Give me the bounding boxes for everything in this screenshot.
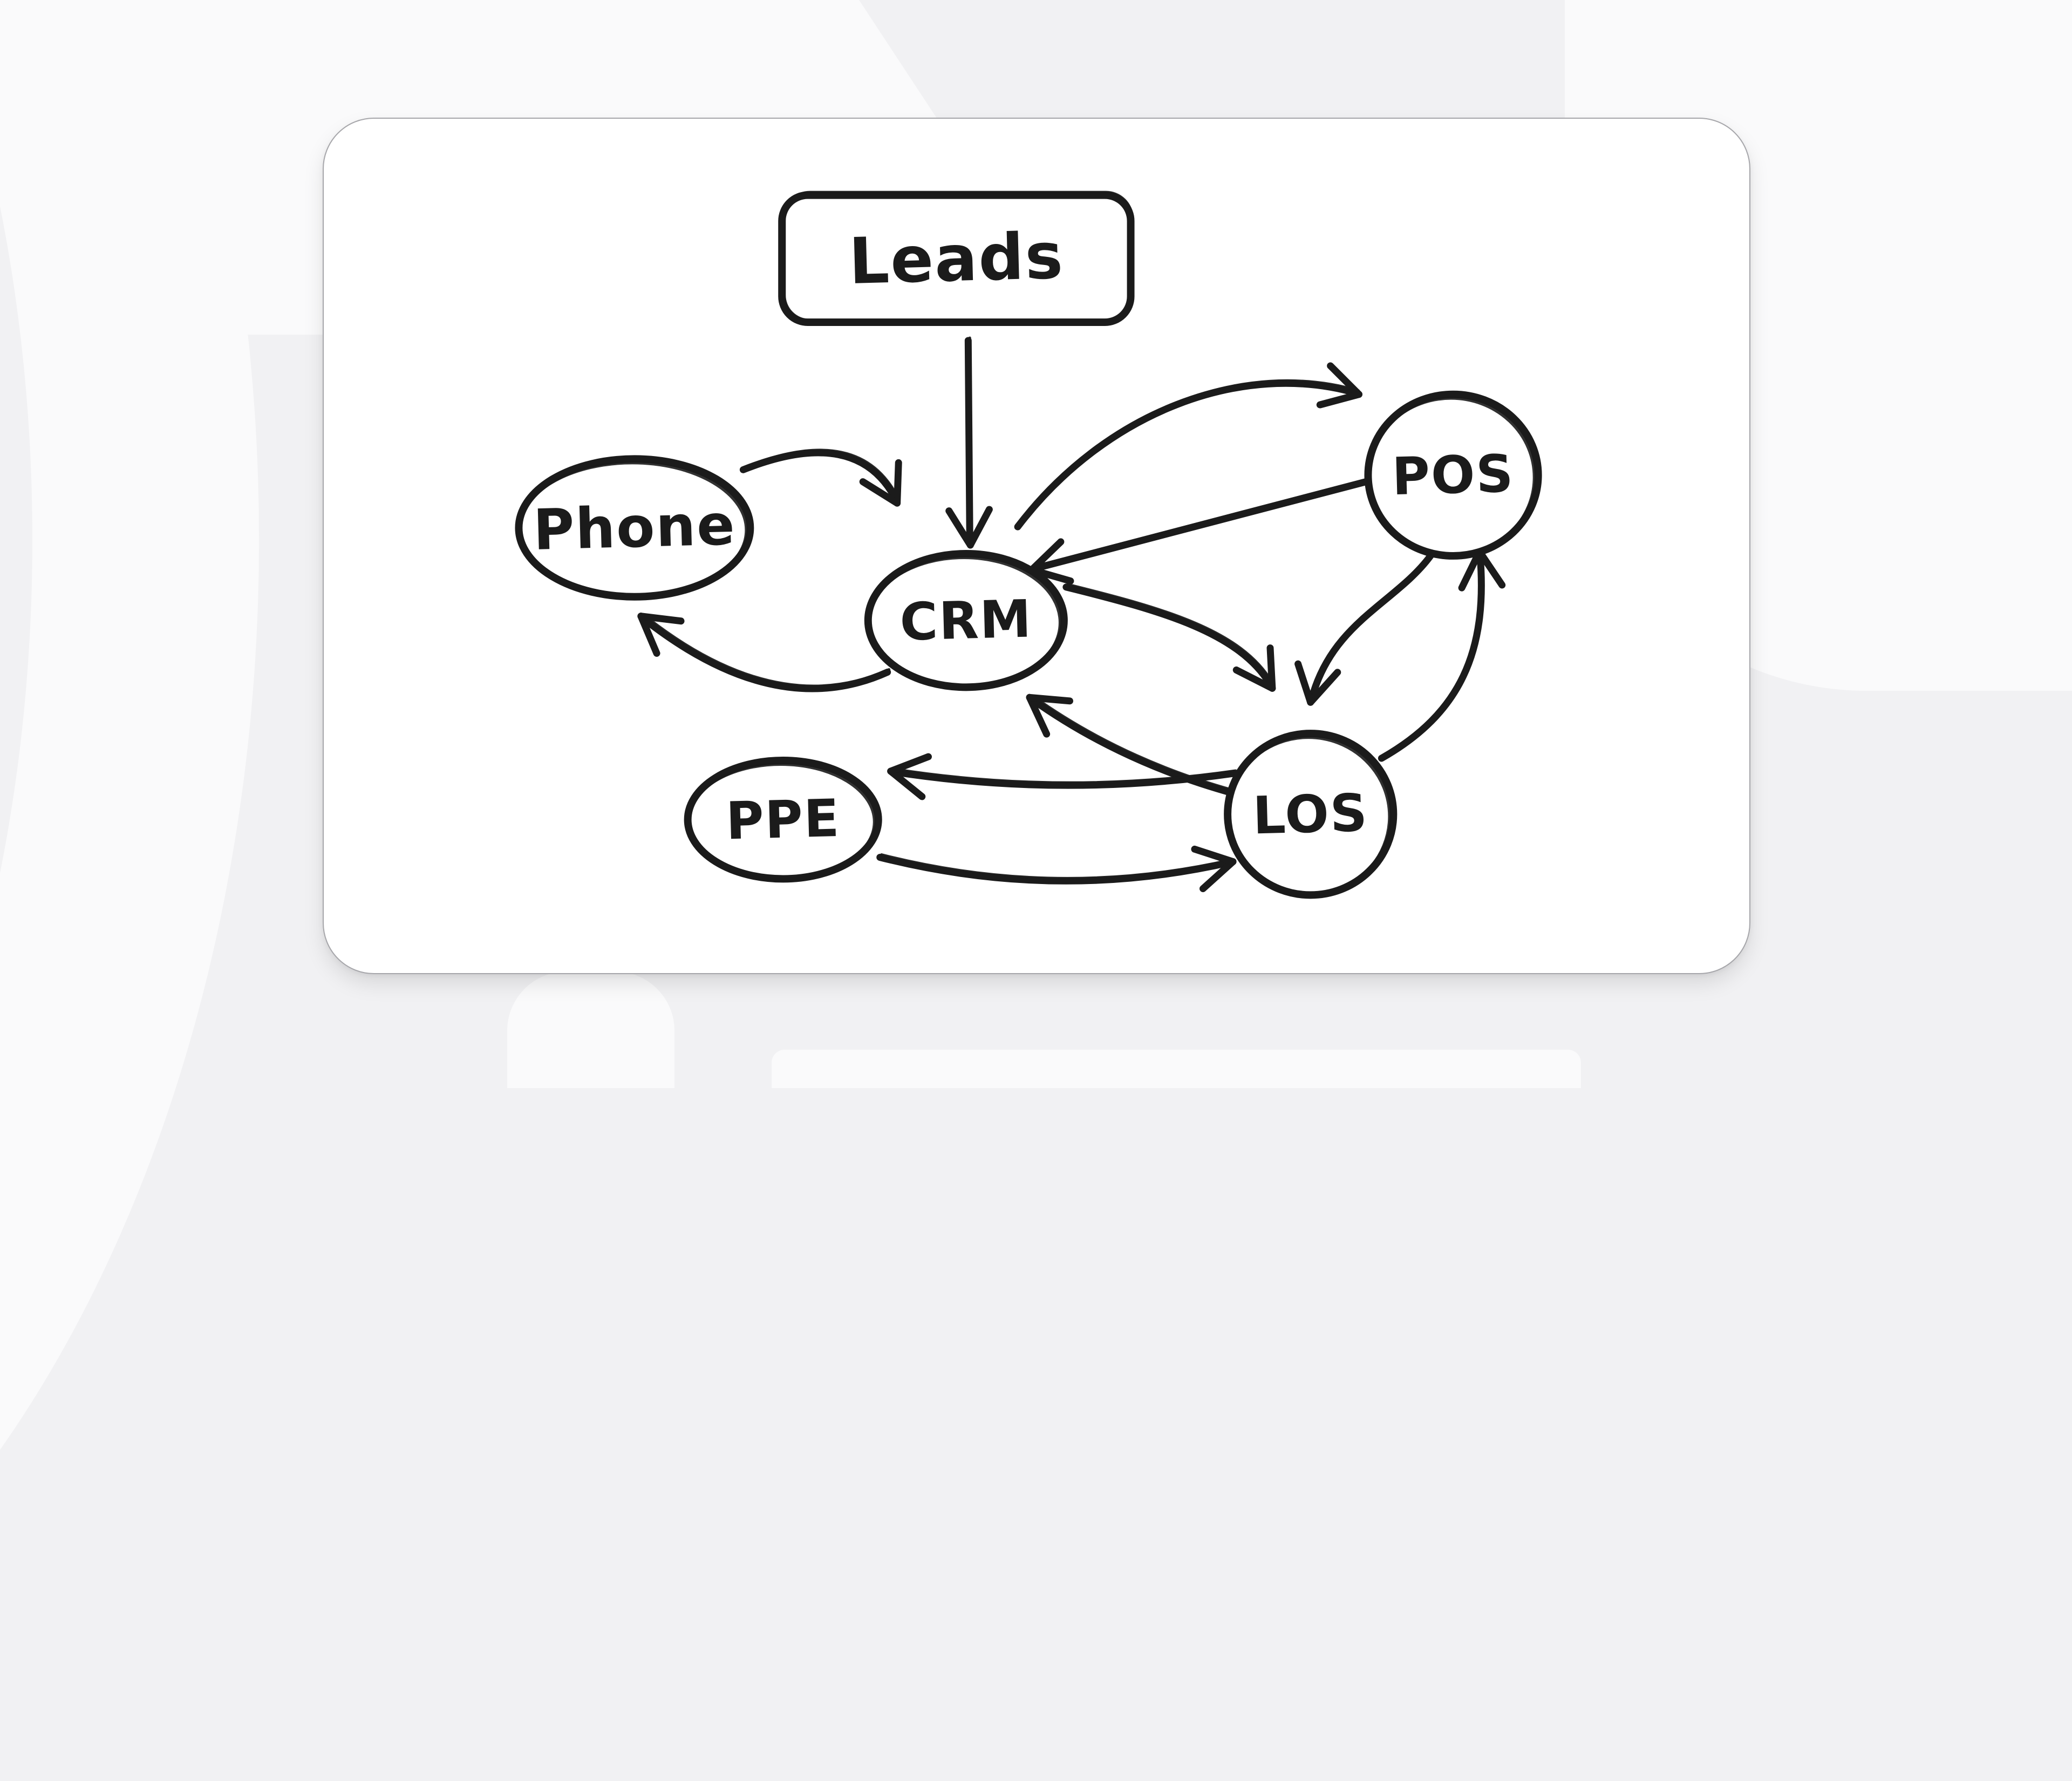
arrowhead-pos-to-los <box>1294 660 1314 706</box>
edge-los-to-pos <box>1378 548 1506 762</box>
arrowhead-crm-to-phone <box>637 613 685 625</box>
arrowhead-crm-to-los <box>1232 666 1276 692</box>
arrowhead-los-to-ppe <box>887 753 932 775</box>
arrowhead-crm-to-los <box>1266 644 1276 692</box>
node-los: LOS <box>1224 730 1398 899</box>
arrowhead-ppe-to-los <box>1191 845 1237 866</box>
node-pos: POS <box>1364 390 1542 560</box>
arrowhead-phone-to-crm <box>894 459 902 507</box>
node-leads: Leads <box>778 191 1135 327</box>
page-background: { "colors":{ "background":"#f1f1f3", "wa… <box>0 0 1750 1781</box>
arrowhead-phone-to-crm <box>859 478 901 507</box>
arrowhead-crm-to-pos <box>1327 362 1362 398</box>
edge-los-to-crm <box>1026 694 1239 798</box>
arrowhead-leads-to-crm <box>966 506 993 549</box>
node-label-crm: CRM <box>899 588 1033 652</box>
arrowhead-pos-to-los <box>1307 669 1341 706</box>
node-crm: CRM <box>864 549 1068 691</box>
node-label-pos: POS <box>1391 443 1515 507</box>
arrowhead-pos-to-crm <box>1028 538 1065 574</box>
edge-phone-to-crm <box>739 448 902 507</box>
edge-ppe-to-los <box>876 845 1237 893</box>
node-phone: Phone <box>515 455 754 601</box>
node-label-leads: Leads <box>848 219 1065 298</box>
arrowhead-leads-to-crm <box>945 507 974 549</box>
node-label-phone: Phone <box>533 493 737 563</box>
edge-crm-to-phone <box>637 613 891 692</box>
arrowhead-los-to-crm <box>1026 694 1074 705</box>
arrowhead-los-to-pos <box>1458 548 1483 592</box>
arrowhead-crm-to-phone <box>637 613 660 657</box>
arrowhead-crm-to-pos <box>1316 391 1362 409</box>
edge-los-to-ppe <box>887 753 1238 800</box>
edge-crm-to-pos <box>1014 362 1362 531</box>
edge-pos-to-los <box>1294 552 1434 706</box>
watermark-strip-bottom <box>772 1050 1581 1088</box>
arrowhead-ppe-to-los <box>1199 858 1237 893</box>
node-ppe: PPE <box>684 757 882 883</box>
node-label-los: LOS <box>1252 783 1369 846</box>
edge-pos-to-crm <box>1028 476 1374 585</box>
watermark-shape-bottom <box>507 971 674 1088</box>
arrowhead-los-to-ppe <box>887 767 926 800</box>
arrowhead-los-to-crm <box>1026 694 1051 738</box>
node-label-ppe: PPE <box>725 788 841 852</box>
edge-crm-to-los <box>1062 583 1276 692</box>
edge-leads-to-crm <box>945 336 993 549</box>
arrowhead-los-to-pos <box>1476 548 1506 589</box>
